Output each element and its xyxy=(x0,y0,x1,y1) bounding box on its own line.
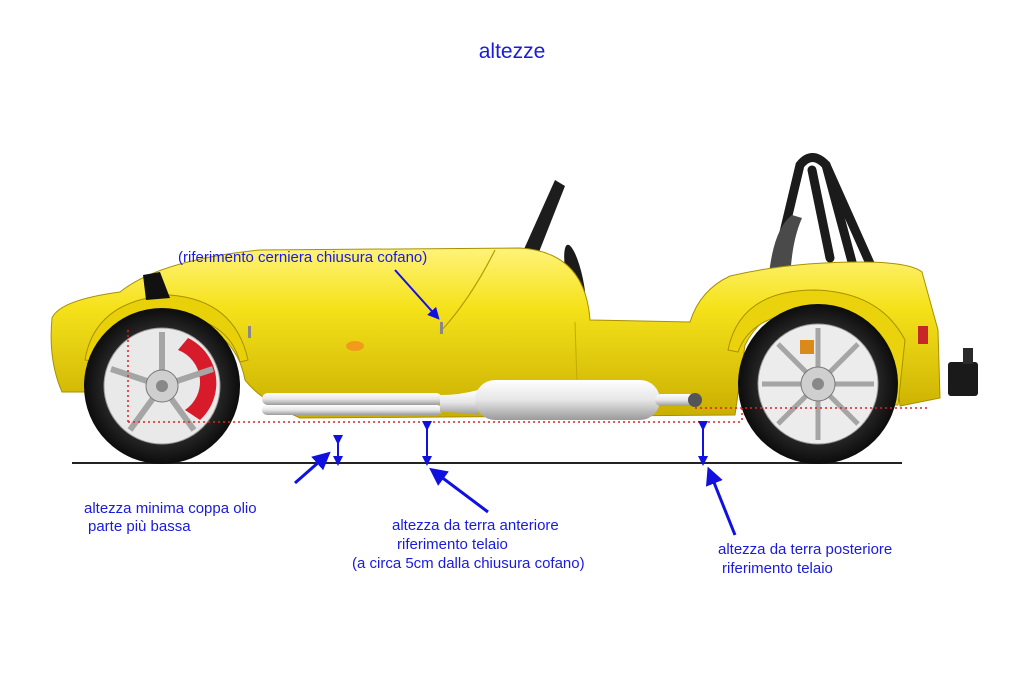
label-hinge-reference: (riferimento cerniera chiusura cofano) xyxy=(178,249,428,266)
arrow-hinge xyxy=(394,269,440,320)
exhaust xyxy=(262,380,702,420)
front-wheel xyxy=(84,308,240,464)
roll-bar xyxy=(770,153,877,275)
label-front-line1: altezza da terra anteriore xyxy=(392,517,559,534)
arrow-front xyxy=(429,467,489,514)
rear-light xyxy=(918,326,928,344)
reference-lines xyxy=(127,330,930,423)
side-indicator xyxy=(346,341,364,351)
arrow-rear xyxy=(705,466,737,536)
label-oil-pan-line1: altezza minima coppa olio xyxy=(84,500,257,517)
arrow-oil-pan xyxy=(294,451,331,485)
label-rear-line1: altezza da terra posteriore xyxy=(718,541,893,558)
label-oil-pan-line2: parte più bassa xyxy=(88,518,191,535)
label-rear-line2: riferimento telaio xyxy=(722,560,833,577)
rear-wheel xyxy=(738,304,898,464)
label-front-line3: (a circa 5cm dalla chiusura cofano) xyxy=(352,555,585,572)
label-front-line2: riferimento telaio xyxy=(397,536,508,553)
diagram-title: altezze xyxy=(478,40,546,63)
